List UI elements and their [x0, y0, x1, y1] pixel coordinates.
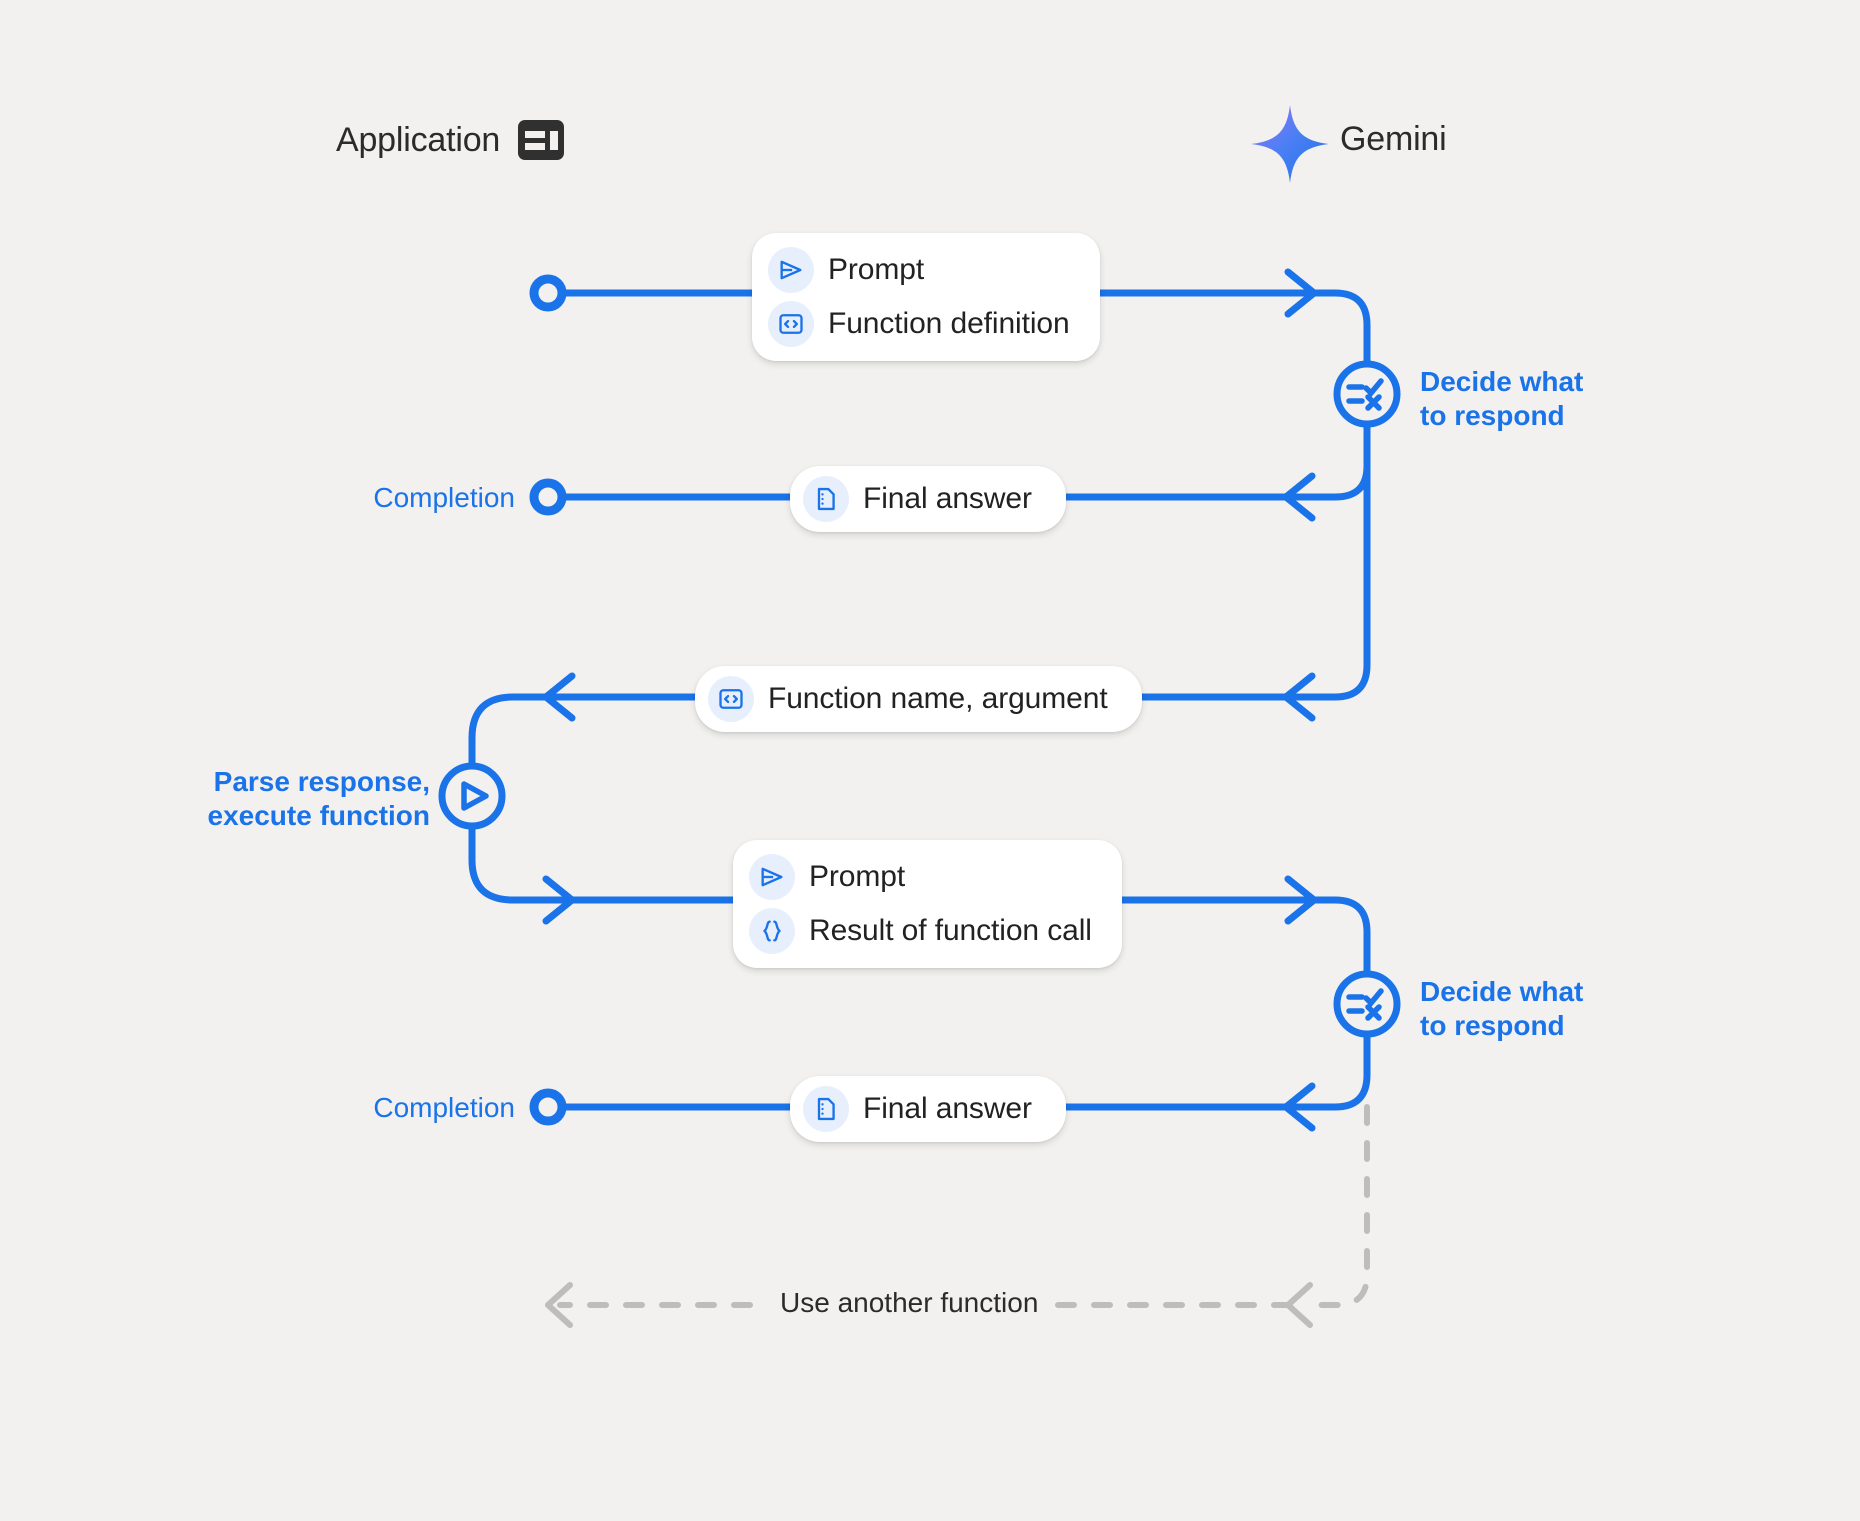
- arrowhead-request-2: [1284, 875, 1318, 925]
- arrowhead-function-call: [1282, 672, 1316, 722]
- activity-label-decide-1: Decide what to respond: [1420, 366, 1584, 432]
- card-row: Prompt: [749, 854, 1092, 900]
- code-brackets-icon: [708, 676, 754, 722]
- flow-decide2-to-final: [1296, 1026, 1371, 1111]
- lane-label-application: Application: [336, 120, 501, 159]
- message-card-response-2[interactable]: Final answer: [790, 1076, 1066, 1142]
- card-row: Final answer: [803, 1086, 1032, 1132]
- arrowhead-loop-app: [545, 1282, 573, 1328]
- completion-node-1: [529, 478, 567, 516]
- activity-label-decide-2: Decide what to respond: [1420, 976, 1584, 1042]
- document-icon: [803, 476, 849, 522]
- message-card-function-call[interactable]: Function name, argument: [695, 666, 1142, 732]
- code-brackets-icon: [768, 301, 814, 347]
- card-label: Final answer: [863, 482, 1032, 515]
- card-row: Result of function call: [749, 908, 1092, 954]
- loop-label-use-another-function: Use another function: [766, 1287, 1053, 1319]
- activity-decide-2: [1333, 970, 1401, 1038]
- card-row: Final answer: [803, 476, 1032, 522]
- card-label: Function name, argument: [768, 682, 1108, 715]
- completion-node-2: [529, 1088, 567, 1126]
- message-card-response-1[interactable]: Final answer: [790, 466, 1066, 532]
- card-row: Function definition: [768, 301, 1070, 347]
- activity-decide-1: [1333, 360, 1401, 428]
- activity-parse-execute: [438, 762, 506, 830]
- flow-gemini-down-2: [1291, 896, 1371, 982]
- completion-label-2: Completion: [373, 1092, 515, 1123]
- lane-label-gemini: Gemini: [1340, 120, 1447, 158]
- send-arrow-icon: [749, 854, 795, 900]
- app-layout-icon: [518, 120, 565, 160]
- lane-header-application: Application: [336, 120, 565, 160]
- gemini-sparkle-icon: [1251, 105, 1329, 183]
- card-label: Final answer: [863, 1092, 1032, 1125]
- arrowhead-response-1: [1282, 472, 1316, 522]
- curly-braces-icon: [749, 908, 795, 954]
- card-label: Prompt: [828, 253, 925, 286]
- card-label: Prompt: [809, 860, 906, 893]
- activity-label-parse-execute: Parse response, execute function: [207, 766, 430, 832]
- flow-gemini-down-1b: [1296, 416, 1371, 701]
- checklist-decision-icon: [1346, 378, 1384, 411]
- flow-fncall-to-app: [468, 693, 564, 774]
- card-row: Prompt: [768, 247, 1070, 293]
- message-card-request-1[interactable]: Prompt Function definition: [752, 233, 1100, 361]
- arrowhead-loop-gemini: [1285, 1282, 1313, 1328]
- message-card-request-2[interactable]: Prompt Result of function call: [733, 840, 1122, 968]
- arrowhead-exec-out: [542, 875, 576, 925]
- flow-decide1-to-final: [1296, 416, 1371, 501]
- lane-header-gemini: Gemini: [1340, 120, 1447, 159]
- card-row: Function name, argument: [708, 676, 1108, 722]
- flow-app-exec-down: [468, 818, 564, 904]
- arrowhead-fncall-in: [542, 672, 576, 722]
- send-arrow-icon: [768, 247, 814, 293]
- arrowhead-request-1: [1284, 268, 1318, 318]
- card-label: Function definition: [828, 307, 1070, 340]
- completion-label-1: Completion: [373, 482, 515, 513]
- start-node: [529, 274, 567, 312]
- card-label: Result of function call: [809, 914, 1092, 947]
- checklist-decision-icon: [1346, 988, 1384, 1021]
- play-icon: [461, 781, 489, 811]
- flow-gemini-down-1: [1291, 289, 1371, 372]
- document-icon: [803, 1086, 849, 1132]
- arrowhead-response-2: [1282, 1082, 1316, 1132]
- loop-dashed-vertical: [1307, 1104, 1370, 1308]
